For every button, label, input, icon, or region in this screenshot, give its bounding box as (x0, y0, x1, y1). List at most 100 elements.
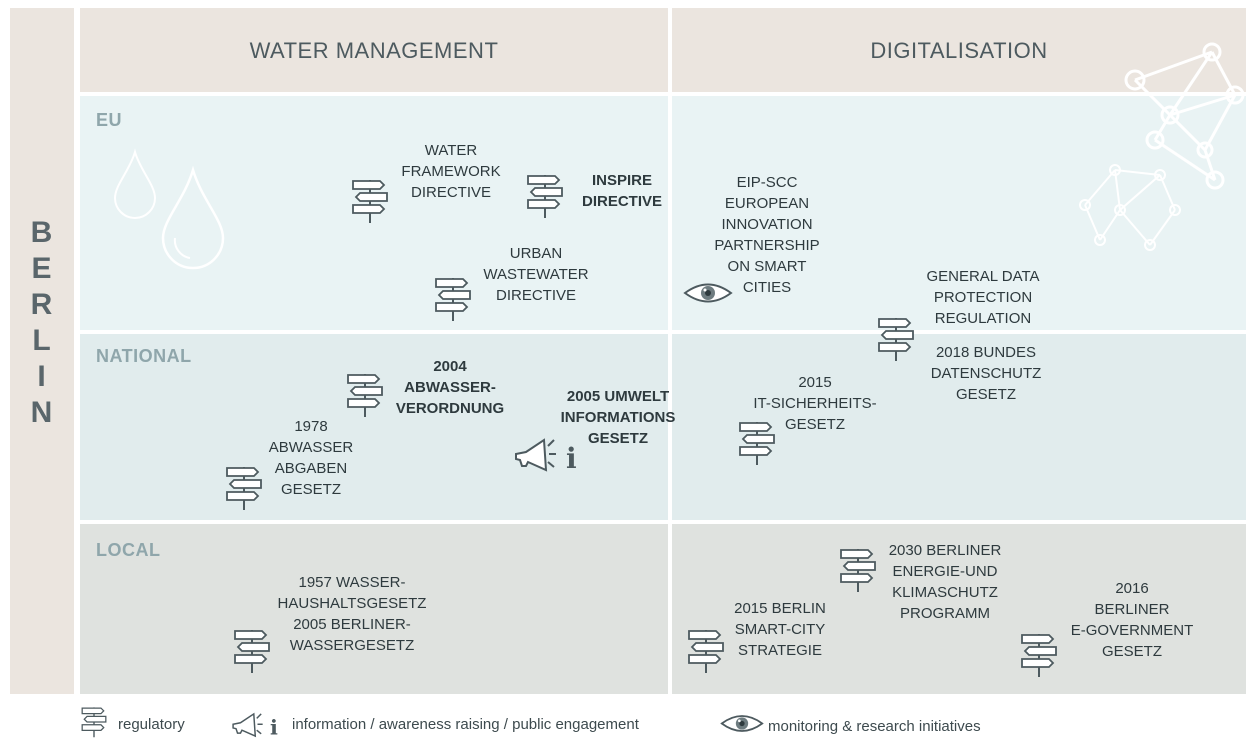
signpost-icon (345, 372, 385, 418)
legend-eye-icon (720, 715, 764, 732)
local-digital-cell (672, 524, 1246, 694)
item-line: 2005 BERLINER- (293, 616, 411, 633)
item-line: FRAMEWORK (401, 163, 501, 180)
item-wasserhaushaltsgesetz: 1957 WASSER- HAUSHALTSGESETZ 2005 BERLINER… (267, 572, 437, 656)
item-line: GENERAL DATA (926, 268, 1040, 285)
signpost-icon (350, 178, 390, 224)
legend-monitoring: monitoring & research initiatives (768, 718, 981, 735)
item-line: CITIES (742, 279, 792, 296)
header-water (80, 8, 668, 92)
item-eip-scc: EIP-SCC EUROPEAN INNOVATION PARTNERSHIP ON S… (707, 172, 827, 298)
level-label-eu: EU (96, 110, 123, 130)
eye-icon (683, 283, 733, 303)
item-line: GESETZ (955, 386, 1016, 403)
item-line: EUROPEAN (724, 195, 810, 212)
legend-signpost-icon (80, 706, 108, 738)
item-line: DIRECTIVE (581, 193, 662, 210)
item-line: 2015 BERLIN (734, 600, 826, 617)
city-letter: R (30, 288, 54, 321)
column-title-water: WATER MANAGEMENT (249, 38, 499, 63)
header-digital (672, 8, 1246, 92)
item-line: 2016 (1115, 580, 1149, 597)
item-line: INNOVATION (721, 216, 813, 233)
local-water-cell (80, 524, 668, 694)
signpost-icon (686, 628, 726, 674)
legend-megaphone-info-icon: i (232, 712, 278, 740)
item-line: PARTNERSHIP (714, 237, 820, 254)
item-line: VERORDNUNG (395, 400, 505, 417)
item-line: URBAN (509, 245, 563, 262)
item-line: INSPIRE (591, 172, 652, 189)
signpost-icon (876, 316, 916, 362)
svg-text:i: i (566, 442, 577, 475)
city-letter: L (32, 324, 52, 357)
item-line: GESETZ (587, 430, 648, 447)
item-line: 2015 (798, 374, 832, 391)
legend-information: information / awareness raising / public… (292, 716, 639, 733)
item-line: 1978 (294, 418, 328, 435)
item-bundesdatenschutzgesetz: 2018 BUNDES DATENSCHUTZ GESETZ (920, 342, 1052, 405)
item-line: DIRECTIVE (410, 184, 491, 201)
item-line: 2018 BUNDES (935, 344, 1037, 361)
item-line: BERLINER (1094, 601, 1170, 618)
item-line: WASSERGESETZ (289, 637, 415, 654)
item-inspire-directive: INSPIRE DIRECTIVE (572, 170, 672, 212)
item-line: EIP-SCC (736, 174, 798, 191)
item-line: GESETZ (280, 481, 341, 498)
item-line: REGULATION (934, 310, 1032, 327)
network-icon (1079, 42, 1245, 251)
item-line: ABWASSER- (404, 379, 496, 396)
signpost-icon (525, 173, 565, 219)
item-line: IT-SICHERHEITS- (753, 395, 877, 412)
item-line: 1957 WASSER- (298, 574, 406, 591)
item-line: INFORMATIONS (560, 409, 676, 426)
water-drop-icon (113, 148, 225, 270)
signpost-icon (1019, 632, 1059, 678)
megaphone-info-icon: i (515, 438, 577, 475)
item-line: DIRECTIVE (495, 287, 576, 304)
item-smart-city-strategie: 2015 BERLIN SMART-CITY STRATEGIE (725, 598, 835, 661)
level-label-local: LOCAL (96, 540, 161, 560)
item-water-framework-directive: WATER FRAMEWORK DIRECTIVE (398, 140, 504, 203)
city-sidebar (10, 8, 74, 694)
item-line: E-GOVERNMENT (1070, 622, 1194, 639)
item-line: 2030 BERLINER (888, 542, 1002, 559)
item-line: 2004 (433, 358, 467, 375)
item-line: SMART-CITY (734, 621, 826, 638)
national-water-cell (80, 334, 668, 520)
item-general-data-protection-regulation: GENERAL DATA PROTECTION REGULATION (918, 266, 1048, 329)
city-letter: I (37, 360, 47, 393)
item-line: GESETZ (1101, 643, 1162, 660)
city-letter: B (30, 216, 54, 249)
item-line: PROTECTION (933, 289, 1033, 306)
item-line: ENERGIE-UND (892, 563, 998, 580)
item-line: PROGRAMM (900, 605, 990, 622)
item-line: WATER (424, 142, 478, 159)
item-umweltinformationsgesetz: 2005 UMWELT INFORMATIONS GESETZ (548, 386, 688, 449)
svg-text:i: i (270, 716, 278, 740)
signpost-icon (838, 547, 878, 593)
item-line: KLIMASCHUTZ (892, 584, 998, 601)
item-line: ABWASSER (268, 439, 354, 456)
item-line: ON SMART (727, 258, 807, 275)
city-letter: N (30, 396, 54, 429)
item-bek-2030: 2030 BERLINER ENERGIE-UND KLIMASCHUTZ PROGR… (880, 540, 1010, 624)
level-label-national: NATIONAL (96, 346, 192, 366)
city-letter: E (31, 252, 53, 285)
signpost-icon (433, 276, 473, 322)
item-line: DATENSCHUTZ (930, 365, 1042, 382)
column-title-digital: DIGITALISATION (870, 38, 1048, 63)
item-line: GESETZ (784, 416, 845, 433)
legend-regulatory: regulatory (118, 716, 185, 733)
item-line: 2005 UMWELT (566, 388, 670, 405)
item-line: ABGABEN (274, 460, 348, 477)
item-line: STRATEGIE (738, 642, 822, 659)
signpost-icon (232, 628, 272, 674)
item-line: HAUSHALTSGESETZ (277, 595, 427, 612)
